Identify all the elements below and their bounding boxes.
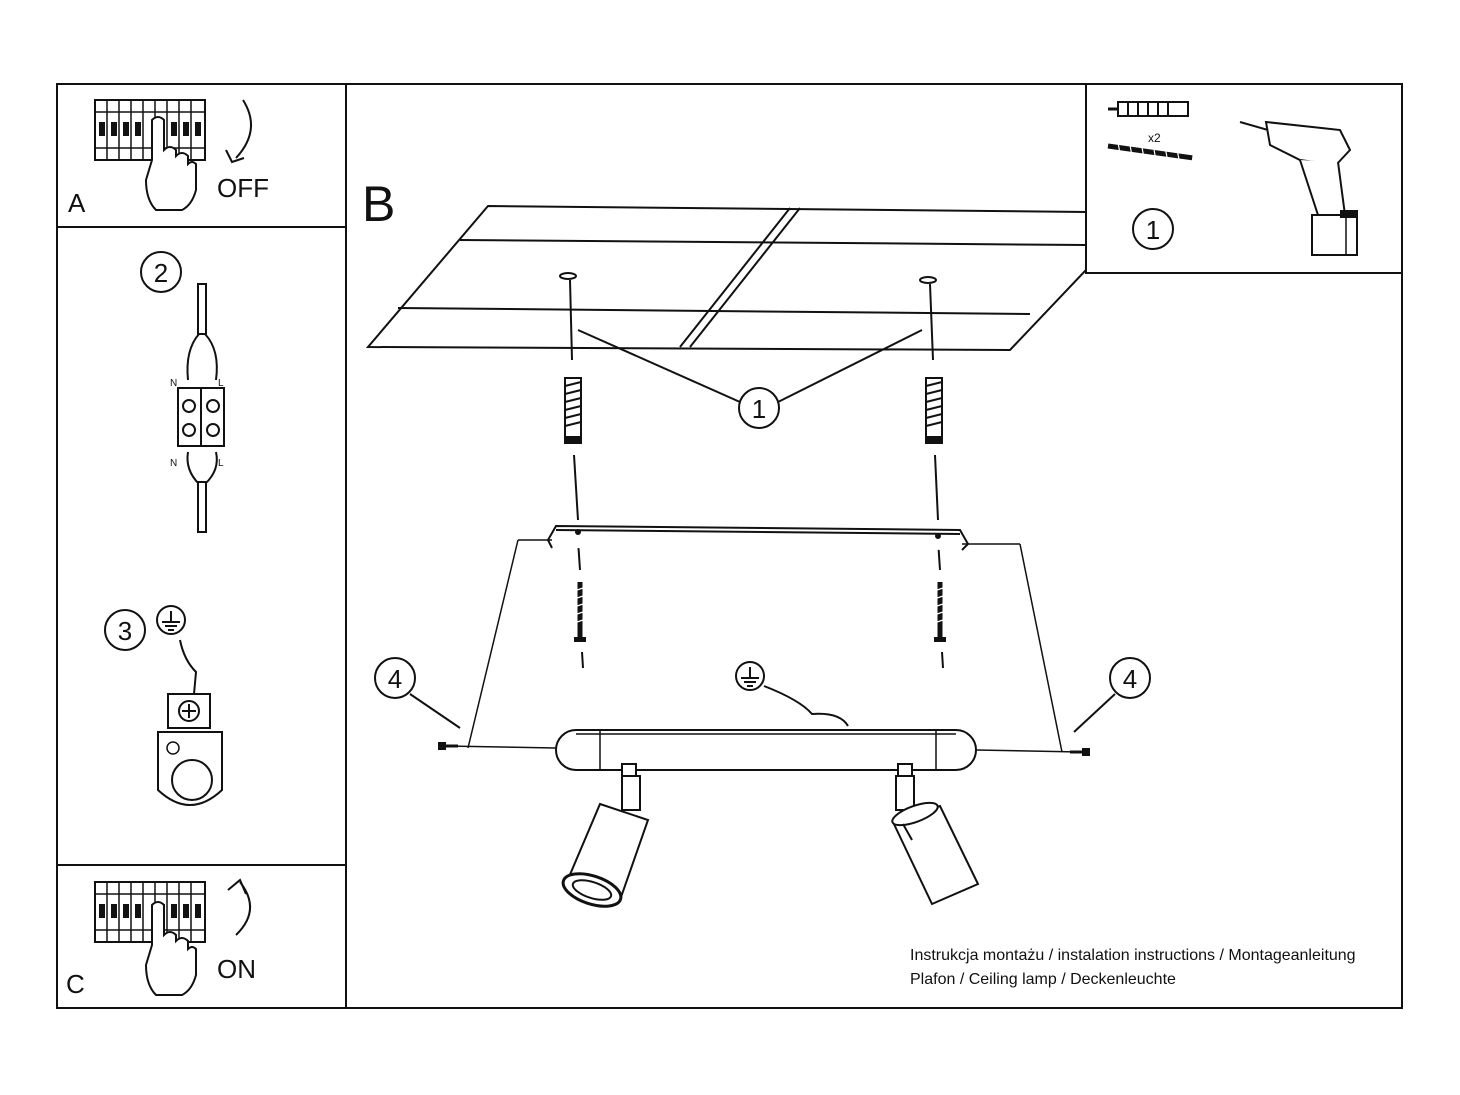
step-1-anchors-number: 1 [752,394,766,424]
screw-icon [574,582,586,642]
drill-panel: x2 1 [1085,83,1403,274]
step-3-ground: 3 [104,605,223,806]
side-screw-right [975,748,1090,756]
wall-plug-icon [563,377,583,445]
step-2-number: 2 [154,258,168,288]
lamp-ground-connection [735,661,849,727]
panel-a: OFF A [56,83,347,228]
off-label: OFF [217,173,269,203]
drill-icon [1239,120,1358,256]
screw-icon [934,582,946,642]
step-4-right-badge [1109,657,1151,699]
wire-label-n-bottom: N [170,458,177,469]
step-3-badge [104,609,146,651]
ceiling [365,204,1087,352]
wall-plug-icon [1108,101,1189,117]
ground-symbol-icon [156,605,186,635]
wire-label-l-bottom: L [218,458,224,469]
step-4-right-callout: 4 [1073,657,1151,733]
step-1-anchors-badge [738,387,780,429]
quantity-label: x2 [1148,131,1161,145]
step-4-left-callout: 4 [374,657,461,729]
screw-icon [1107,143,1193,161]
caption-line-2: Plafon / Ceiling lamp / Deckenleuchte [910,971,1176,988]
mounting-bracket [546,524,970,551]
curved-arrow-icon [235,99,252,159]
step-1-drill-number: 1 [1146,215,1160,245]
step-1-anchors-callout: 1 [577,329,923,429]
wall-plug-icon [924,377,944,445]
terminal-block-icon [177,387,225,447]
spotlight-right [891,763,980,906]
step-2-wiring: 2 N L N L [140,251,225,533]
side-screw-left [438,742,557,750]
wire-label-l-top: L [218,378,224,389]
caption-line-1: Instrukcja montażu / instalation instruc… [910,947,1356,964]
on-label: ON [217,954,256,984]
step-2-badge [140,251,182,293]
panel-c-letter: C [66,969,85,999]
ground-symbol-icon [735,661,765,691]
panel-a-letter: A [68,188,86,218]
spotlight-left [561,763,650,908]
outer-frame [56,83,1403,1009]
lamp-body [555,729,977,771]
panel-b-letter: B [362,176,395,232]
step-4-left-badge [374,657,416,699]
step-3-number: 3 [118,616,132,646]
step-1-drill-badge [1132,208,1174,250]
panel-c: ON C [56,864,347,1009]
step-4-right-number: 4 [1123,664,1137,694]
wire-label-n-top: N [170,378,177,389]
step-4-left-number: 4 [388,664,402,694]
